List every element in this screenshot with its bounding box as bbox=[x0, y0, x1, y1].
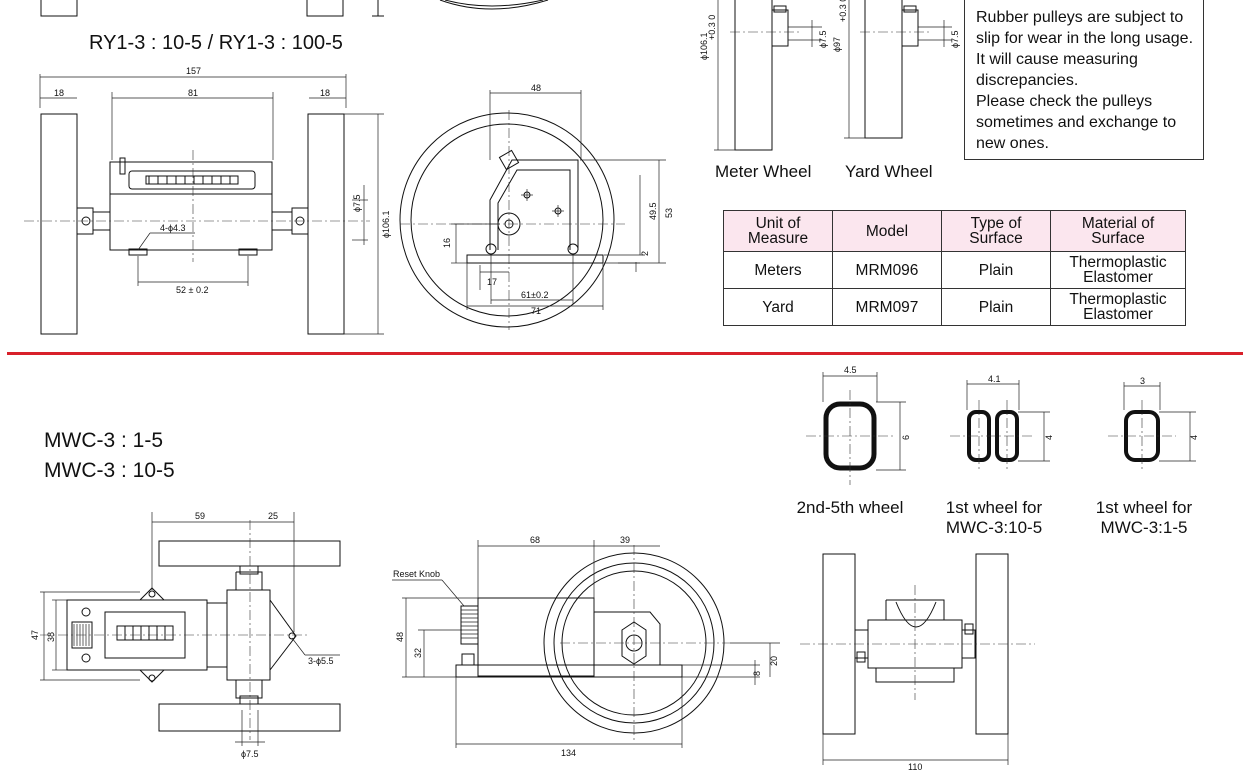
header-surface-type: Type of Surface bbox=[941, 210, 1051, 252]
right-wheel bbox=[307, 113, 345, 335]
dim-shaft-7-5: ϕ7.5 bbox=[352, 194, 362, 212]
table-header-row: Unit of Measure Model Type of Surface Ma… bbox=[723, 210, 1186, 252]
cell-surface: Plain bbox=[941, 251, 1051, 289]
note-line: Please check the pulleys bbox=[976, 93, 1153, 110]
dim-47: 47 bbox=[30, 630, 40, 640]
dim-18-left: 18 bbox=[54, 88, 64, 98]
dim-134: 134 bbox=[561, 748, 576, 758]
header-surface-material: Material of Surface bbox=[1050, 210, 1186, 252]
dim-20: 20 bbox=[769, 656, 779, 666]
dim-71: 71 bbox=[531, 306, 541, 316]
note-line: discrepancies. bbox=[976, 72, 1079, 89]
dim-48: 48 bbox=[531, 83, 541, 93]
dim-32: 32 bbox=[413, 648, 423, 658]
profile-c-label-1: 1st wheel for bbox=[1095, 498, 1193, 517]
section-divider bbox=[7, 352, 1243, 355]
profile-c-label-2: MWC-3:1-5 bbox=[1100, 518, 1188, 537]
cell-unit: Yard bbox=[723, 288, 833, 326]
dim-68: 68 bbox=[530, 535, 540, 545]
yard-wheel-label: Yard Wheel bbox=[845, 162, 933, 181]
profile-c-width: 3 bbox=[1140, 376, 1145, 386]
mwc-front-view: 110 bbox=[800, 553, 1035, 772]
dim-38: 38 bbox=[46, 632, 56, 642]
mwc-side-view: 68 39 Reset Knob 48 32 8 20 134 bbox=[392, 535, 780, 758]
dim-mwc-shaft: ϕ7.5 bbox=[241, 749, 259, 759]
dim-81: 81 bbox=[188, 88, 198, 98]
note-line: Rubber pulleys are subject to bbox=[976, 9, 1184, 26]
dim-3-holes: 3-ϕ5.5 bbox=[308, 656, 334, 666]
table-row: Yard MRM097 Plain Thermoplastic Elastome… bbox=[723, 288, 1186, 326]
dim-53: 53 bbox=[664, 208, 674, 218]
profile-a-width: 4.5 bbox=[844, 365, 857, 375]
dim-17: 17 bbox=[487, 277, 497, 287]
ry-front-view: 157 18 81 18 4-ϕ4.3 52 ± 0.2 ϕ7.5 ϕ106.1 bbox=[24, 66, 391, 335]
dim-52: 52 ± 0.2 bbox=[176, 285, 208, 295]
ry-side-view: 48 49.5 53 2 16 17 61±0.2 71 bbox=[399, 83, 674, 330]
dim-49-5: 49.5 bbox=[648, 202, 658, 220]
profile-c-height: 4 bbox=[1189, 435, 1199, 440]
header-unit: Unit of Measure bbox=[723, 210, 833, 252]
meter-wheel-label: Meter Wheel bbox=[715, 162, 811, 181]
note-line: slip for wear in the long usage. bbox=[976, 30, 1194, 47]
note-line: new ones. bbox=[976, 135, 1049, 152]
dim-48s: 48 bbox=[395, 632, 405, 642]
yard-dia: ϕ97 bbox=[832, 37, 842, 52]
dim-59: 59 bbox=[195, 511, 205, 521]
wheel-profiles: 4.5 6 4.1 4 3 4 bbox=[806, 365, 1199, 485]
header-model: Model bbox=[832, 210, 942, 252]
pulley-warning-note: Rubber pulleys are subject to slip for w… bbox=[964, 0, 1204, 160]
profile-a-label: 2nd-5th wheel bbox=[796, 498, 904, 517]
reset-knob-label: Reset Knob bbox=[393, 569, 440, 579]
dim-2: 2 bbox=[640, 251, 650, 256]
wheel-cross-sections: ϕ106.1 ϕ7.5 ϕ97 ϕ7.5 bbox=[699, 0, 960, 151]
left-wheel bbox=[40, 113, 78, 335]
dim-25: 25 bbox=[268, 511, 278, 521]
mwc-title-1: MWC-3 : 1-5 bbox=[44, 429, 163, 452]
note-line: sometimes and exchange to bbox=[976, 114, 1177, 131]
cell-surface: Plain bbox=[941, 288, 1051, 326]
meter-dia: ϕ106.1 bbox=[699, 32, 709, 60]
mwc-title-2: MWC-3 : 10-5 bbox=[44, 459, 175, 482]
ry-title: RY1-3 : 10-5 / RY1-3 : 100-5 bbox=[89, 32, 343, 54]
cell-material: Thermoplastic Elastomer bbox=[1050, 251, 1186, 289]
dim-wheel-106: ϕ106.1 bbox=[381, 210, 391, 238]
dim-8: 8 bbox=[752, 671, 762, 676]
profile-b-label-1: 1st wheel for bbox=[945, 498, 1043, 517]
dim-16: 16 bbox=[442, 238, 452, 248]
profile-b-height: 4 bbox=[1044, 435, 1054, 440]
dim-61: 61±0.2 bbox=[521, 290, 548, 300]
mwc-top-view: 59 25 47 38 3-ϕ5.5 ϕ7.5 bbox=[30, 511, 341, 759]
cell-model: MRM096 bbox=[832, 251, 942, 289]
profile-b-width: 4.1 bbox=[988, 374, 1001, 384]
note-line: It will cause measuring bbox=[976, 51, 1138, 68]
dim-157: 157 bbox=[186, 66, 201, 76]
yard-shaft: ϕ7.5 bbox=[950, 30, 960, 48]
dim-110: 110 bbox=[908, 762, 922, 772]
dim-4-holes: 4-ϕ4.3 bbox=[160, 223, 186, 233]
profile-b-label-2: MWC-3:10-5 bbox=[945, 518, 1043, 537]
table-row: Meters MRM096 Plain Thermoplastic Elasto… bbox=[723, 251, 1186, 289]
profile-a-height: 6 bbox=[901, 435, 911, 440]
meter-shaft: ϕ7.5 bbox=[818, 30, 828, 48]
wheel-spec-table: Unit of Measure Model Type of Surface Ma… bbox=[723, 210, 1186, 326]
dim-39: 39 bbox=[620, 535, 630, 545]
cell-unit: Meters bbox=[723, 251, 833, 289]
cell-model: MRM097 bbox=[832, 288, 942, 326]
dim-18-right: 18 bbox=[320, 88, 330, 98]
cell-material: Thermoplastic Elastomer bbox=[1050, 288, 1186, 326]
top-cut-remnants bbox=[40, 0, 549, 17]
